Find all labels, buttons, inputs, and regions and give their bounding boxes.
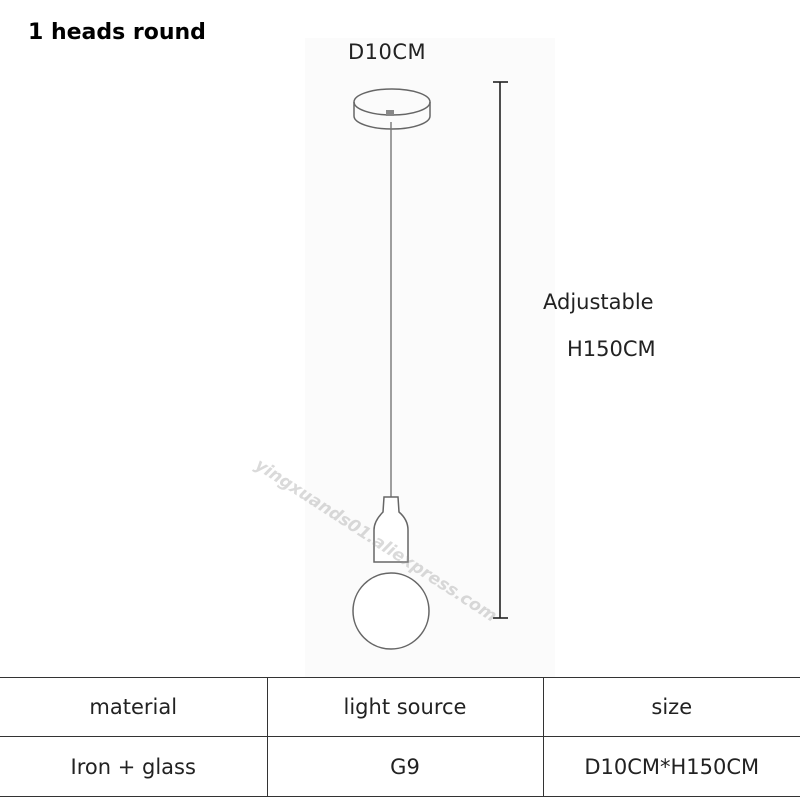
value-size: D10CM*H150CM (542, 736, 800, 797)
height-label: H150CM (567, 337, 656, 361)
specs-value-row: Iron + glass G9 D10CM*H150CM (0, 736, 800, 797)
lamp-diagram (305, 38, 555, 678)
diameter-label: D10CM (348, 40, 427, 64)
height-dimension-line (493, 81, 508, 619)
specs-table: material light source size Iron + glass … (0, 677, 800, 797)
lamp-holder (373, 496, 409, 563)
product-title: 1 heads round (28, 20, 206, 45)
value-material: Iron + glass (0, 736, 267, 797)
header-light-source: light source (266, 677, 543, 737)
bulb-globe (352, 572, 430, 650)
specs-header-row: material light source size (0, 677, 800, 737)
header-size: size (542, 677, 800, 737)
background-panel (305, 38, 555, 678)
adjustable-label: Adjustable (543, 290, 654, 314)
ceiling-canopy (353, 88, 431, 130)
value-light-source: G9 (266, 736, 543, 797)
header-material: material (0, 677, 267, 737)
